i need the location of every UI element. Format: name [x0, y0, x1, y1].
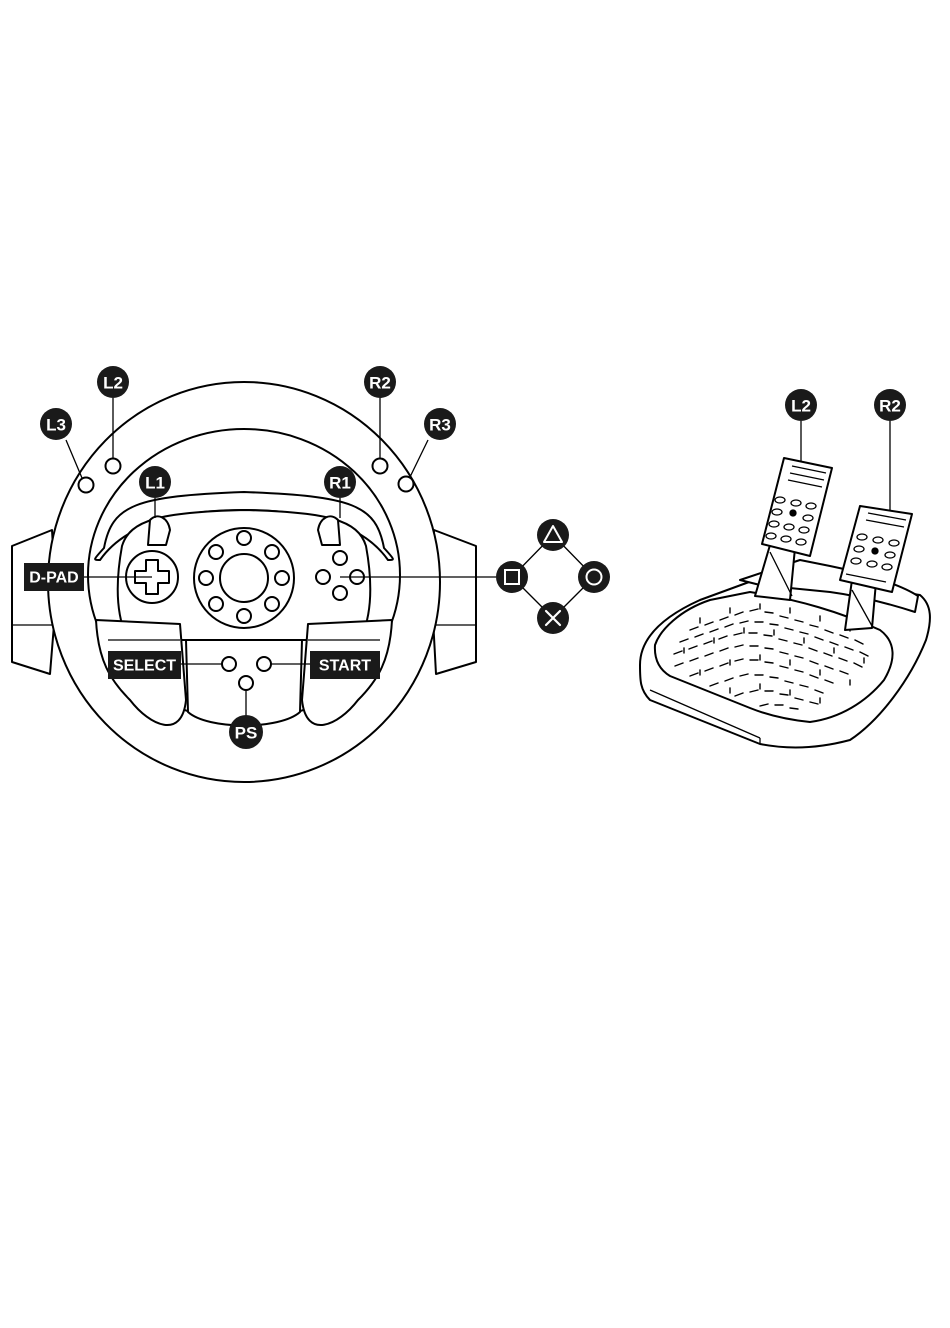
- ring-button-6[interactable]: [209, 597, 223, 611]
- label-start: START: [310, 651, 380, 679]
- ring-button-8[interactable]: [209, 545, 223, 559]
- ring-button-2[interactable]: [265, 545, 279, 559]
- action-button-bottom[interactable]: [333, 586, 347, 600]
- label-dpad: D-PAD: [24, 563, 84, 591]
- label-r3-text: R3: [429, 416, 451, 435]
- label-start-text: START: [319, 658, 371, 675]
- right-paddle: [318, 516, 340, 545]
- label-r1: R1: [324, 466, 356, 498]
- label-r1-text: R1: [329, 474, 351, 493]
- ring-button-4[interactable]: [265, 597, 279, 611]
- pedal-label-l2-text: L2: [791, 397, 811, 416]
- left-pedal-arm: [755, 545, 795, 600]
- label-l1: L1: [139, 466, 171, 498]
- left-paddle: [148, 516, 170, 545]
- r2-button[interactable]: [373, 459, 388, 474]
- ring-button-3[interactable]: [275, 571, 289, 585]
- l2-button[interactable]: [106, 459, 121, 474]
- l3-button[interactable]: [79, 478, 94, 493]
- label-r2-text: R2: [369, 374, 391, 393]
- label-l2: L2: [97, 366, 129, 398]
- action-button-left[interactable]: [316, 570, 330, 584]
- label-ps: PS: [229, 715, 263, 749]
- label-dpad-text: D-PAD: [29, 570, 78, 587]
- label-l3-text: L3: [46, 416, 66, 435]
- label-ps-text: PS: [235, 724, 258, 743]
- label-r2: R2: [364, 366, 396, 398]
- label-select-text: SELECT: [113, 658, 176, 675]
- label-r3: R3: [424, 408, 456, 440]
- label-l1-text: L1: [145, 474, 165, 493]
- ring-button-7[interactable]: [199, 571, 213, 585]
- circle-button-badge: [578, 561, 610, 593]
- pedal-set: L2 R2: [640, 389, 930, 747]
- ring-button-5[interactable]: [237, 609, 251, 623]
- start-button[interactable]: [257, 657, 271, 671]
- triangle-button-badge: [537, 519, 569, 551]
- cross-button-badge: [537, 602, 569, 634]
- pedal-label-r2: R2: [874, 389, 906, 421]
- pedal-label-r2-text: R2: [879, 397, 901, 416]
- ps-button[interactable]: [239, 676, 253, 690]
- label-l2-text: L2: [103, 374, 123, 393]
- ring-button-1[interactable]: [237, 531, 251, 545]
- select-button[interactable]: [222, 657, 236, 671]
- pedal-label-l2: L2: [785, 389, 817, 421]
- r3-button[interactable]: [399, 477, 414, 492]
- action-button-top[interactable]: [333, 551, 347, 565]
- label-select: SELECT: [108, 651, 181, 679]
- square-button-badge: [496, 561, 528, 593]
- label-l3: L3: [40, 408, 72, 440]
